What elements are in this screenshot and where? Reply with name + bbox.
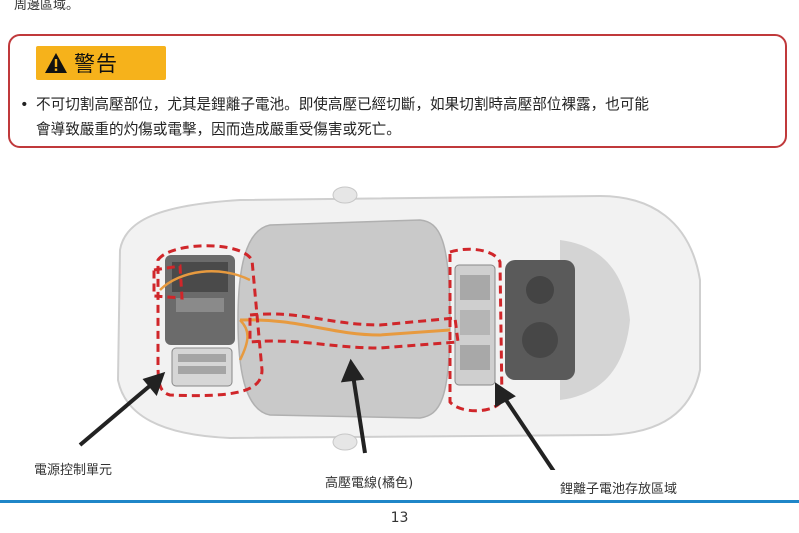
left-mirror [332, 186, 358, 204]
vehicle-hv-diagram [78, 186, 701, 470]
right-mirror [332, 433, 358, 451]
previous-page-text-fragment: 周邊區域。 [14, 0, 80, 13]
cable-arrow-head [340, 358, 365, 383]
bullet-icon: • [20, 96, 29, 113]
warning-badge: 警告 [36, 46, 166, 80]
page-number: 13 [390, 510, 409, 526]
pcu-arrow-head [142, 371, 166, 396]
warning-line-1: 不可切割高壓部位，尤其是鋰離子電池。即使高壓已經切斷，如果切割時高壓部位裸露，也… [36, 96, 649, 113]
battery-arrow-line [502, 395, 556, 470]
cable-arrow-line [351, 374, 367, 454]
warning-line-2: 會導致嚴重的灼傷或電擊，因而造成嚴重受傷害或死亡。 [36, 121, 401, 138]
label-battery-area: 鋰離子電池存放區域 [560, 482, 678, 497]
warning-box: 警告 • 不可切割高壓部位，尤其是鋰離子電池。即使高壓已經切斷，如果切割時高壓部位… [8, 34, 787, 148]
label-power-control-unit: 電源控制單元 [34, 463, 113, 478]
pcu-highlight-left [152, 264, 184, 300]
warning-title: 警告 [74, 52, 118, 76]
warning-text: • 不可切割高壓部位，尤其是鋰離子電池。即使高壓已經切斷，如果切割時高壓部位裸露，… [20, 92, 780, 142]
hv-cable-line [239, 318, 451, 337]
car-rear-glass [560, 240, 630, 400]
pcu-arrow-line [78, 382, 154, 447]
rear-tank [505, 260, 575, 380]
battery-arrow-head [495, 382, 516, 408]
footer-divider [0, 500, 799, 503]
warning-triangle-icon [45, 53, 67, 73]
battery-highlight [448, 247, 504, 413]
car-roof-glass [237, 219, 451, 419]
label-hv-cable: 高壓電線(橘色) [325, 476, 414, 491]
